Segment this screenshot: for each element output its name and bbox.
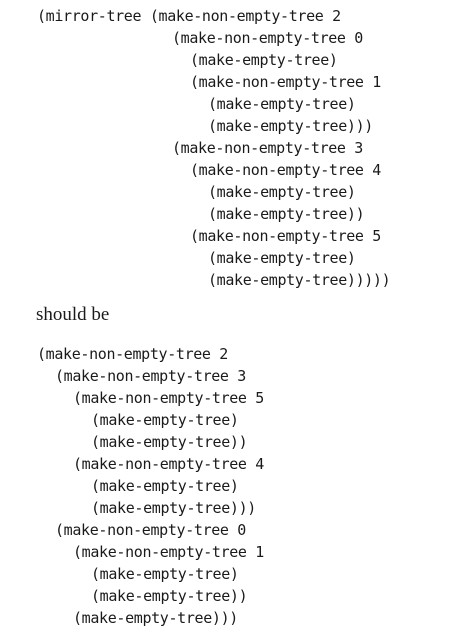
code-line: (make-non-empty-tree 1 <box>190 73 381 91</box>
code-line: (make-empty-tree) <box>91 411 239 429</box>
code-block-mirror-tree-call: (mirror-tree (make-non-empty-tree 2 (make… <box>37 5 391 291</box>
code-line: (make-empty-tree) <box>208 249 356 267</box>
code-line: (make-non-empty-tree 3 <box>172 139 363 157</box>
code-line: (make-empty-tree))) <box>208 117 373 135</box>
code-line: (make-empty-tree)) <box>208 205 365 223</box>
prose-should-be: should be <box>36 304 110 325</box>
code-block-expected-result: (make-non-empty-tree 2 (make-non-empty-tr… <box>37 343 264 629</box>
code-line: (make-non-empty-tree 2 <box>37 345 228 363</box>
code-line: (make-non-empty-tree 3 <box>55 367 246 385</box>
code-line: (mirror-tree (make-non-empty-tree 2 <box>37 7 341 25</box>
code-line: (make-empty-tree) <box>208 95 356 113</box>
code-line: (make-empty-tree)) <box>91 587 248 605</box>
code-line: (make-empty-tree) <box>91 477 239 495</box>
code-line: (make-non-empty-tree 0 <box>172 29 363 47</box>
code-line: (make-empty-tree) <box>91 565 239 583</box>
code-line: (make-non-empty-tree 4 <box>190 161 381 179</box>
code-line: (make-empty-tree))) <box>91 499 256 517</box>
code-line: (make-empty-tree) <box>190 51 338 69</box>
code-line: (make-non-empty-tree 5 <box>73 389 264 407</box>
code-line: (make-non-empty-tree 5 <box>190 227 381 245</box>
code-line: (make-empty-tree))) <box>73 609 238 627</box>
code-line: (make-empty-tree) <box>208 183 356 201</box>
code-line: (make-empty-tree)) <box>91 433 248 451</box>
code-line: (make-non-empty-tree 4 <box>73 455 264 473</box>
code-line: (make-non-empty-tree 1 <box>73 543 264 561</box>
code-line: (make-non-empty-tree 0 <box>55 521 246 539</box>
code-line: (make-empty-tree))))) <box>208 271 391 289</box>
